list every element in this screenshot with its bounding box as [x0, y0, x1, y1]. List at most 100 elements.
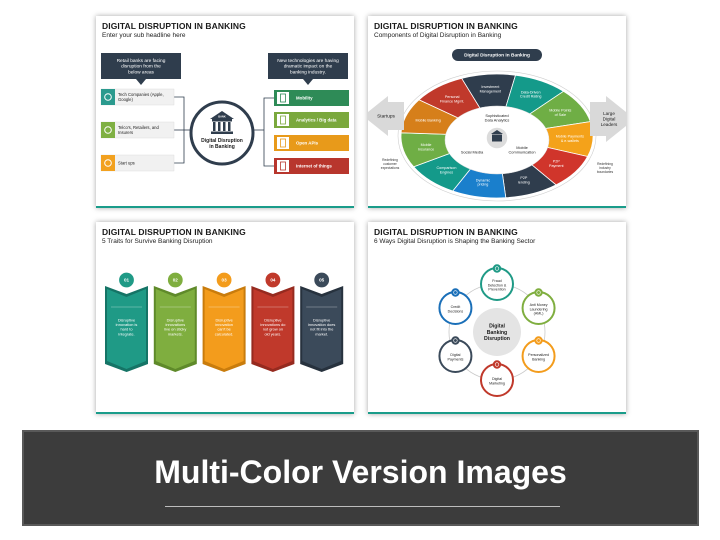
left-arrow-label: Startups [377, 114, 395, 120]
trait-badge [264, 271, 282, 289]
store-icon [104, 126, 112, 134]
shield-icon [494, 266, 500, 271]
slide-thumbnail-1[interactable]: DIGITAL DISRUPTION IN BANKING Enter your… [96, 16, 354, 208]
left-item: Tech Companies (Apple,Google) [100, 88, 175, 106]
left-item-label: Tech Companies (Apple,Google) [118, 92, 164, 102]
trait-number: 02 [173, 278, 179, 283]
way-node-icon-bg [534, 336, 543, 345]
trait-inner [206, 310, 242, 340]
analytics-icon [280, 115, 286, 125]
left-callout [101, 53, 181, 79]
slide-thumbnail-4[interactable]: DIGITAL DISRUPTION IN BANKING 6 Ways Dig… [368, 222, 626, 414]
right-item-box [274, 90, 349, 106]
left-item-icon-bg [101, 155, 115, 171]
header-pill [452, 49, 542, 61]
trait-badge [313, 271, 331, 289]
money-icon [536, 290, 541, 295]
bank-icon [491, 130, 503, 134]
gear-icon [104, 93, 112, 101]
api-icon [280, 138, 286, 148]
slide-thumbnail-3[interactable]: DIGITAL DISRUPTION IN BANKING 5 Traits f… [96, 222, 354, 414]
banner: Multi-Color Version Images [22, 430, 699, 526]
segment-label: Mobile Payments& e-wallets [556, 135, 584, 143]
bank-icon-body [492, 134, 502, 142]
left-item-icon-bg [101, 89, 115, 105]
slide-title: DIGITAL DISRUPTION IN BANKING [374, 21, 518, 31]
inner-label: Social Media [461, 149, 484, 154]
checklist-icon [453, 290, 458, 295]
right-item: Internet of things [274, 158, 349, 174]
way-node-icon-bg [451, 288, 460, 297]
slide-subtitle: 6 Ways Digital Disruption is Shaping the… [374, 238, 536, 245]
right-item-icon-bg [277, 114, 289, 126]
left-callout-pointer [136, 79, 146, 85]
right-item: Analytics / Big data [274, 112, 349, 128]
right-item-label: Analytics / Big data [296, 118, 337, 123]
banner-underline [165, 506, 560, 507]
slide-title: DIGITAL DISRUPTION IN BANKING [102, 227, 246, 237]
trait-number: 03 [222, 278, 228, 283]
way-node-icon-bg [492, 264, 502, 273]
bank-pillar [218, 122, 221, 131]
slide-subtitle: Components of Digital Disruption in Bank… [374, 32, 502, 39]
slide-thumbnail-2[interactable]: DIGITAL DISRUPTION IN BANKING Components… [368, 16, 626, 208]
person-icon [536, 338, 541, 343]
trait-badge [117, 271, 136, 289]
trait-number: 01 [124, 278, 130, 283]
segment-label: Mobile Banking [416, 119, 441, 123]
trait-inner [157, 310, 193, 340]
right-item-box [274, 135, 349, 151]
bank-pillar [228, 122, 231, 131]
right-item-label: Internet of things [296, 164, 332, 169]
slide-subtitle: Enter your sub headline here [102, 32, 186, 39]
banner-title: Multi-Color Version Images [154, 454, 567, 490]
left-item: Start ups [100, 154, 175, 172]
megaphone-icon [494, 362, 500, 367]
right-item-icon-bg [277, 137, 289, 149]
slide-title: DIGITAL DISRUPTION IN BANKING [374, 227, 518, 237]
right-item: Mobility [274, 90, 349, 106]
lightbulb-icon [104, 159, 112, 167]
right-item-box [274, 112, 349, 128]
trait-number: 04 [270, 278, 276, 283]
right-item: Open APIs [274, 135, 349, 151]
right-item-label: Mobility [296, 96, 313, 101]
header-pill-label: Digital Disruption In Banking [464, 53, 530, 59]
way-node-icon-bg [492, 360, 502, 369]
way-node-icon-bg [451, 336, 460, 345]
right-item-label: Open APIs [296, 141, 319, 146]
trait-inner [109, 310, 144, 340]
right-item-icon-bg [277, 92, 289, 104]
inner-area-border [444, 105, 550, 175]
left-item-label: Start ups [118, 160, 135, 165]
